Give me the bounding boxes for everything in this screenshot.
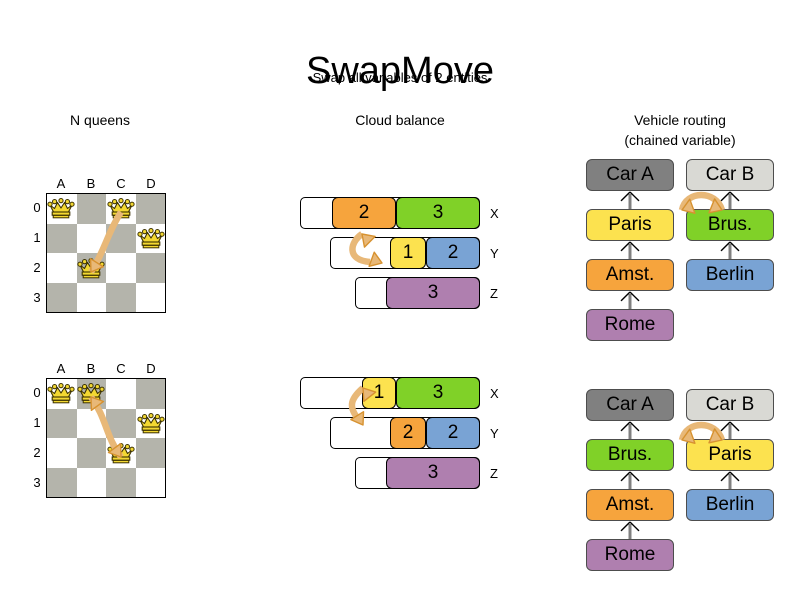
queen-D1[interactable] — [137, 226, 165, 250]
chess-col-label-D: D — [146, 176, 156, 191]
cloud-process-Y-1[interactable]: 2 — [390, 417, 426, 449]
chess-row-label-0: 0 — [33, 385, 41, 400]
section-header-nqueens: N queens — [70, 112, 130, 128]
vr-node-rome[interactable]: Rome — [586, 539, 674, 571]
chess-cell-A3[interactable] — [47, 282, 77, 312]
chess-col-label-C: C — [116, 361, 126, 376]
chess-row-label-2: 2 — [33, 445, 41, 460]
cloud-process-Y-1[interactable]: 1 — [390, 237, 426, 269]
chess-cell-D3[interactable] — [135, 282, 165, 312]
vr-node-carb[interactable]: Car B — [686, 159, 774, 191]
queen-A0[interactable] — [47, 196, 75, 220]
vehicle-routing-header-line2: (chained variable) — [624, 132, 736, 148]
cloud-process-X-2[interactable]: 3 — [396, 197, 480, 229]
vr-node-amst[interactable]: Amst. — [586, 259, 674, 291]
vr-node-cara[interactable]: Car A — [586, 389, 674, 421]
chess-col-label-D: D — [146, 361, 156, 376]
cloud-process-Z-1[interactable]: 3 — [386, 457, 480, 489]
chess-cell-D2[interactable] — [135, 253, 165, 283]
vr-node-brus[interactable]: Brus. — [686, 209, 774, 241]
section-header-cloud-balance: Cloud balance — [355, 112, 445, 128]
chess-cell-C3[interactable] — [106, 467, 136, 497]
chess-cell-D0[interactable] — [135, 194, 165, 224]
vr-node-carb[interactable]: Car B — [686, 389, 774, 421]
chess-cell-A1[interactable] — [47, 223, 77, 253]
cloud-computer-label-X: X — [490, 386, 499, 401]
chess-col-label-C: C — [116, 176, 126, 191]
cloud-process-Y-2[interactable]: 2 — [426, 417, 480, 449]
chess-cell-C2[interactable] — [106, 253, 136, 283]
chess-col-label-B: B — [86, 176, 96, 191]
chess-cell-C0[interactable] — [106, 379, 136, 409]
section-header-vehicle-routing: Vehicle routing (chained variable) — [600, 110, 760, 150]
cloud-computer-label-Y: Y — [490, 426, 499, 441]
cloud-computer-row-Z[interactable]: 3 — [355, 457, 480, 489]
vr-node-paris[interactable]: Paris — [686, 439, 774, 471]
chess-cell-B3[interactable] — [76, 467, 106, 497]
chess-cell-D2[interactable] — [135, 438, 165, 468]
vr-node-rome[interactable]: Rome — [586, 309, 674, 341]
chess-row-label-1: 1 — [33, 230, 41, 245]
cloud-process-X-2[interactable]: 3 — [396, 377, 480, 409]
queen-D1[interactable] — [137, 411, 165, 435]
chess-row-label-3: 3 — [33, 475, 41, 490]
vr-node-brus[interactable]: Brus. — [586, 439, 674, 471]
vr-node-amst[interactable]: Amst. — [586, 489, 674, 521]
vr-node-cara[interactable]: Car A — [586, 159, 674, 191]
chess-cell-A2[interactable] — [47, 438, 77, 468]
cloud-swap-arrow — [333, 378, 403, 438]
queen-move-arrow — [46, 378, 176, 508]
cloud-computer-label-Z: Z — [490, 466, 498, 481]
page-title: SwapMove — [306, 50, 494, 93]
chess-cell-B3[interactable] — [76, 282, 106, 312]
chess-row-label-2: 2 — [33, 260, 41, 275]
cloud-swap-arrow — [340, 226, 410, 276]
cloud-process-Z-1[interactable]: 3 — [386, 277, 480, 309]
chess-cell-C3[interactable] — [106, 282, 136, 312]
chess-cell-A2[interactable] — [47, 253, 77, 283]
queen-move-arrow — [46, 193, 176, 323]
vr-node-berlin[interactable]: Berlin — [686, 489, 774, 521]
cloud-computer-label-Y: Y — [490, 246, 499, 261]
chess-cell-D3[interactable] — [135, 467, 165, 497]
vr-swap-arrow — [672, 184, 742, 229]
chess-col-label-A: A — [56, 361, 66, 376]
chess-cell-B2[interactable] — [76, 438, 106, 468]
vr-node-paris[interactable]: Paris — [586, 209, 674, 241]
chess-cell-D0[interactable] — [135, 379, 165, 409]
vehicle-routing-header-line1: Vehicle routing — [634, 112, 726, 128]
chess-row-label-3: 3 — [33, 290, 41, 305]
cloud-process-Y-2[interactable]: 2 — [426, 237, 480, 269]
chess-row-label-1: 1 — [33, 415, 41, 430]
chess-row-label-0: 0 — [33, 200, 41, 215]
cloud-computer-label-Z: Z — [490, 286, 498, 301]
cloud-process-X-1[interactable]: 2 — [332, 197, 396, 229]
chess-cell-B0[interactable] — [76, 194, 106, 224]
vr-node-berlin[interactable]: Berlin — [686, 259, 774, 291]
chess-col-label-B: B — [86, 361, 96, 376]
queen-A0[interactable] — [47, 381, 75, 405]
cloud-computer-row-Z[interactable]: 3 — [355, 277, 480, 309]
chess-col-label-A: A — [56, 176, 66, 191]
vr-swap-arrow — [672, 414, 742, 459]
chess-cell-A1[interactable] — [47, 408, 77, 438]
chess-cell-A3[interactable] — [47, 467, 77, 497]
page-subtitle: Swap all variables of 2 entities — [312, 70, 488, 85]
cloud-computer-label-X: X — [490, 206, 499, 221]
